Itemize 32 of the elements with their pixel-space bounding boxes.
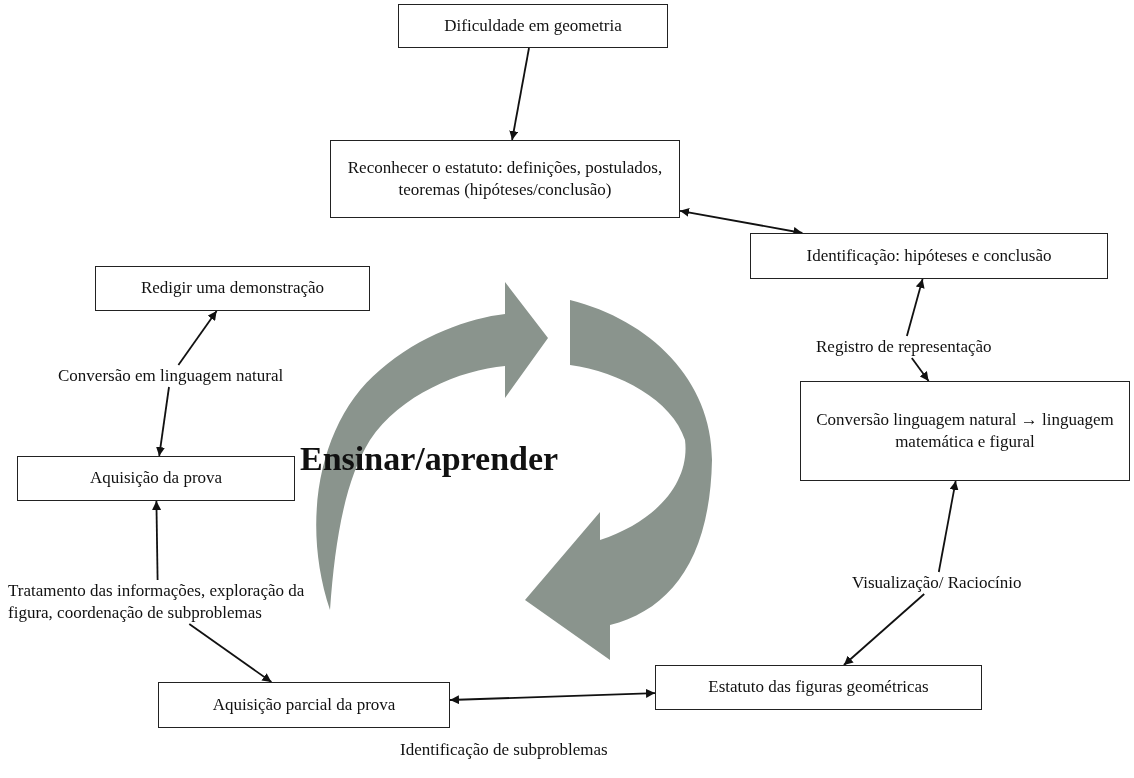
process-box (17, 456, 295, 501)
box-text: Aquisição da prova (89, 467, 223, 490)
box-text: Conversão linguagem natural → linguagem matemática e figural (815, 408, 1115, 453)
arrow (156, 386, 170, 457)
box-text: Identificação: hipóteses e conclusão (806, 244, 1052, 267)
process-box (95, 266, 370, 311)
process-box (750, 233, 1108, 279)
flow-label: Visualização/ Raciocínio (852, 571, 1022, 594)
flow-label: Conversão em linguagem natural (58, 364, 284, 387)
center-title: Ensinar/aprender (300, 440, 559, 478)
arrow (449, 688, 656, 705)
process-box (330, 140, 680, 218)
flow-label: Registro de representação (816, 335, 992, 358)
process-box (800, 381, 1130, 481)
arrow (906, 278, 925, 337)
arrow (509, 47, 530, 141)
arrow (910, 357, 930, 382)
bottom-label: Identificação de subproblemas (400, 740, 608, 760)
flow-label: Tratamento das informações, exploração da figura, coordenação de subproblemas (8, 579, 306, 624)
box-text: Reconhecer o estatuto: definições, postulados, teoremas (hipóteses/conclusão) (346, 156, 664, 201)
arrow (188, 623, 273, 683)
process-box (398, 4, 668, 48)
box-text: Redigir uma demonstração (140, 277, 325, 300)
arrow (937, 480, 959, 573)
arrow (152, 500, 162, 581)
box-text: Estatuto das figuras geométricas (708, 676, 929, 699)
arrow (177, 310, 218, 366)
process-box (158, 682, 450, 728)
process-box (655, 665, 982, 710)
box-text: Dificuldade em geometria (444, 14, 622, 37)
box-text: Aquisição parcial da prova (212, 693, 396, 716)
arrow (843, 593, 926, 666)
